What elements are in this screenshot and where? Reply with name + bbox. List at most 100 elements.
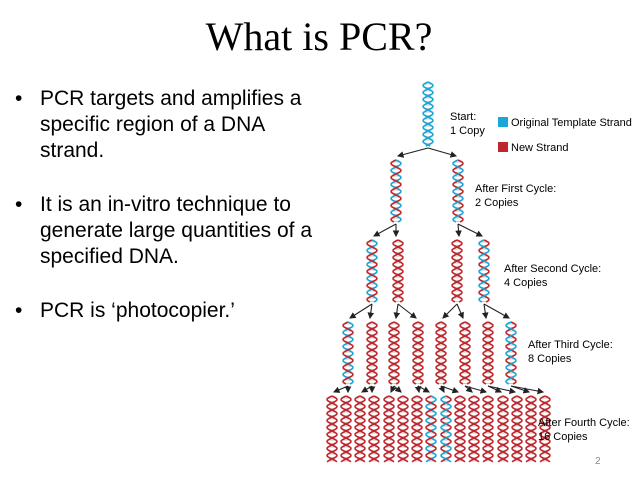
dna-strand <box>451 239 463 303</box>
replication-arrow <box>417 385 430 393</box>
stage-label-first-cycle: After First Cycle: 2 Copies <box>475 182 556 210</box>
stage-label-line: 1 Copy <box>450 125 485 137</box>
dna-strand <box>342 321 354 385</box>
dna-helix <box>525 395 537 463</box>
dna-strand <box>478 239 490 303</box>
dna-strand <box>539 395 551 463</box>
replication-arrow <box>464 385 473 393</box>
dna-helix <box>451 239 463 303</box>
replication-arrow <box>455 223 462 238</box>
dna-strand <box>354 395 366 463</box>
legend-new: New Strand <box>498 142 568 154</box>
dna-helix <box>366 321 378 385</box>
legend-new-swatch <box>498 142 508 152</box>
replication-arrow <box>390 385 397 393</box>
dna-helix <box>435 321 447 385</box>
dna-strand <box>435 321 447 385</box>
stage-label-line: After Fourth Cycle: <box>538 417 630 429</box>
dna-strand <box>482 321 494 385</box>
dna-helix <box>422 81 434 147</box>
dna-helix <box>497 395 509 463</box>
dna-strand <box>539 395 551 463</box>
dna-strand <box>411 395 423 463</box>
legend-original-swatch <box>498 117 508 127</box>
dna-strand <box>440 395 452 463</box>
replication-arrow <box>510 385 545 395</box>
replication-arrow <box>427 147 458 158</box>
replication-arrow <box>464 385 488 394</box>
dna-strand <box>505 321 517 385</box>
dna-strand <box>468 395 480 463</box>
dna-strand <box>459 321 471 385</box>
stage-label-line: After First Cycle: <box>475 183 557 195</box>
dna-strand <box>505 321 517 385</box>
dna-strand <box>525 395 537 463</box>
dna-strand <box>511 395 523 463</box>
stage-label-line: 4 Copies <box>504 277 548 289</box>
dna-helix <box>452 159 464 223</box>
dna-strand <box>366 321 378 385</box>
dna-helix <box>383 395 395 463</box>
dna-strand <box>422 81 434 147</box>
stage-label-line: After Third Cycle: <box>528 339 613 351</box>
stage-label-second-cycle: After Second Cycle: 4 Copies <box>504 262 601 290</box>
replication-arrow <box>393 385 402 393</box>
dna-strand <box>366 239 378 303</box>
dna-strand <box>340 395 352 463</box>
replication-arrow <box>481 303 489 320</box>
dna-strand <box>482 321 494 385</box>
dna-helix <box>482 321 494 385</box>
dna-strand <box>412 321 424 385</box>
dna-strand <box>435 321 447 385</box>
dna-helix <box>539 395 551 463</box>
dna-strand <box>342 321 354 385</box>
dna-strand <box>452 159 464 223</box>
bullet-item: PCR targets and amplifies a specific reg… <box>13 86 313 164</box>
dna-strand <box>368 395 380 463</box>
dna-helix <box>468 395 480 463</box>
replication-arrow <box>438 385 445 393</box>
dna-strand <box>411 395 423 463</box>
dna-strand <box>511 395 523 463</box>
dna-strand <box>425 395 437 463</box>
dna-strand <box>482 395 494 463</box>
dna-helix <box>388 321 400 385</box>
bullet-list: PCR targets and amplifies a specific reg… <box>13 86 313 352</box>
dna-strand <box>478 239 490 303</box>
dna-strand <box>390 159 402 223</box>
replication-arrow <box>487 385 517 395</box>
dna-helix <box>368 395 380 463</box>
dna-strand <box>459 321 471 385</box>
dna-strand <box>354 395 366 463</box>
stage-label-line: 2 Copies <box>475 197 519 209</box>
replication-arrow <box>393 303 401 320</box>
replication-arrow <box>440 385 460 394</box>
dna-strand <box>392 239 404 303</box>
stage-label-line: Start: <box>450 111 477 123</box>
dna-helix <box>366 239 378 303</box>
replication-arrow <box>332 385 349 393</box>
dna-helix <box>340 395 352 463</box>
replication-arrow <box>367 303 375 320</box>
dna-strand <box>326 395 338 463</box>
dna-strand <box>454 395 466 463</box>
dna-helix <box>342 321 354 385</box>
replication-arrow <box>397 303 417 319</box>
dna-helix <box>390 159 402 223</box>
replication-arrow <box>373 223 397 237</box>
stage-label-line: After Second Cycle: <box>504 263 602 275</box>
slide-title: What is PCR? <box>205 14 433 59</box>
dna-helix <box>392 239 404 303</box>
replication-arrow <box>483 303 510 319</box>
dna-strand <box>397 395 409 463</box>
replication-arrow <box>457 223 483 237</box>
dna-strand <box>525 395 537 463</box>
dna-strand <box>451 239 463 303</box>
bullet-item: PCR is ‘photocopier.’ <box>13 298 313 324</box>
dna-helix <box>326 395 338 463</box>
dna-strand <box>454 395 466 463</box>
legend-new-label: New Strand <box>511 142 569 154</box>
dna-strand <box>425 395 437 463</box>
